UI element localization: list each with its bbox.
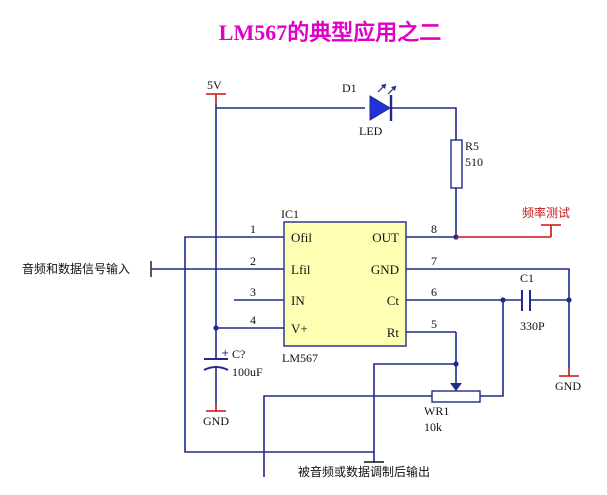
- ic-pin6-num: 6: [431, 285, 437, 299]
- led-anode-triangle: [369, 95, 391, 121]
- wire-pin1-loop: [184, 236, 374, 453]
- power-5v: 5V: [206, 78, 226, 104]
- pot-body: [431, 390, 481, 403]
- c1-ref: C1: [520, 271, 534, 285]
- ic-pin8-name: OUT: [372, 230, 399, 245]
- ic-pin4-num: 4: [250, 313, 256, 327]
- capacitor-c1: C1 330P GND: [456, 271, 581, 393]
- diagram-title: LM567的典型应用之二: [219, 20, 441, 45]
- led-d1: D1 LED: [342, 81, 397, 138]
- ic1-lm567: IC1 LM567 1 2 3 4 Ofil Lfil IN V+ 8 7 6 …: [216, 207, 456, 365]
- wr1-value: 10k: [424, 420, 442, 434]
- c1-value: 330P: [520, 319, 545, 333]
- wire-ct-to-pot: [480, 300, 504, 397]
- ic-pin5-num: 5: [431, 317, 437, 331]
- cap-plus-icon: +: [221, 348, 229, 359]
- led-name: LED: [359, 124, 383, 138]
- ic-pin5-name: Rt: [387, 325, 400, 340]
- r5-value: 510: [465, 155, 483, 169]
- wire-led-to-r5: [391, 107, 457, 140]
- ic-pin8-num: 8: [431, 222, 437, 236]
- gnd-right-label: GND: [555, 379, 581, 393]
- gnd-left-label: GND: [203, 414, 229, 428]
- power-5v-label: 5V: [207, 78, 222, 92]
- pot-wiper-arrow-icon: [450, 383, 462, 391]
- ic-pin3-num: 3: [250, 285, 256, 299]
- ic-ref: IC1: [281, 207, 299, 221]
- r5-body: [450, 139, 463, 189]
- ic-pin2-name: Lfil: [291, 262, 311, 277]
- ic-pin6-name: Ct: [387, 293, 400, 308]
- cap-ref: C?: [232, 347, 245, 361]
- output-signal: 被音频或数据调制后输出: [298, 461, 430, 479]
- ic-pin2-num: 2: [250, 254, 256, 268]
- ic-pin3-name: IN: [291, 293, 305, 308]
- freq-test-label: 频率测试: [522, 205, 570, 220]
- ic-pin7-name: GND: [371, 262, 399, 277]
- ic-part: LM567: [282, 351, 318, 365]
- resistor-r5: R5 510: [450, 139, 483, 189]
- r5-ref: R5: [465, 139, 479, 153]
- potentiometer-wr1: WR1 10k: [263, 332, 481, 477]
- wire-rt-to-output: [373, 363, 456, 462]
- freq-test-point: 频率测试: [456, 205, 570, 238]
- ic-pin4-name: V+: [291, 321, 308, 336]
- ic-pin1-name: Ofil: [291, 230, 312, 245]
- output-label: 被音频或数据调制后输出: [298, 464, 430, 479]
- cap-plate-bottom: [203, 366, 229, 371]
- led-light-arrows-icon: [377, 83, 397, 95]
- wire-pot-left: [263, 395, 432, 477]
- cap-value: 100uF: [232, 365, 263, 379]
- capacitor-c-unknown: + C? 100uF GND: [203, 328, 263, 428]
- input-label: 音频和数据信号输入: [22, 261, 130, 276]
- led-ref: D1: [342, 81, 357, 95]
- ic-pin1-num: 1: [250, 222, 256, 236]
- ic-pin7-num: 7: [431, 254, 437, 268]
- wire-pin7-gnd: [456, 268, 570, 300]
- wr1-ref: WR1: [424, 404, 449, 418]
- input-signal: 音频和数据信号输入: [22, 261, 234, 277]
- ic-body: [283, 221, 407, 347]
